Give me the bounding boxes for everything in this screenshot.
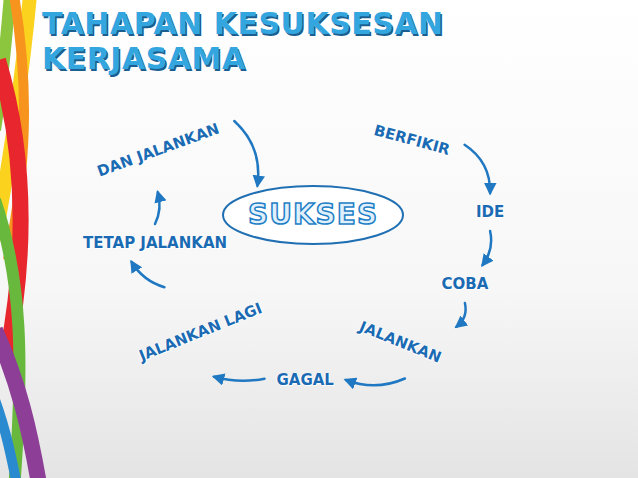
flow-arrow bbox=[234, 121, 258, 186]
step-text: IDE bbox=[476, 203, 504, 221]
goal-text: SUKSES bbox=[248, 199, 378, 231]
flow-arrow bbox=[346, 379, 405, 386]
stripe-blue bbox=[0, 400, 18, 478]
step-label: GAGAL bbox=[271, 367, 340, 393]
ellipse-shape bbox=[223, 186, 403, 244]
slide-title: TAHAPAN KESUKSESAN KERJASAMA bbox=[42, 6, 562, 76]
step-label: IDE bbox=[470, 199, 510, 225]
step-label: TETAP JALANKAN bbox=[77, 230, 233, 256]
step-label: COBA bbox=[436, 271, 495, 297]
flow-arrow bbox=[465, 145, 491, 193]
stripe-purple bbox=[0, 330, 40, 478]
flow-arrow bbox=[483, 231, 492, 265]
flow-arrow bbox=[214, 377, 264, 381]
flow-arrow bbox=[132, 262, 165, 287]
step-text: GAGAL bbox=[277, 371, 334, 389]
flow-arrow bbox=[155, 192, 160, 224]
goal-ellipse: SUKSES bbox=[222, 185, 404, 245]
flow-arrow bbox=[457, 303, 466, 327]
step-text: COBA bbox=[442, 275, 489, 293]
step-text: TETAP JALANKAN bbox=[83, 234, 227, 252]
